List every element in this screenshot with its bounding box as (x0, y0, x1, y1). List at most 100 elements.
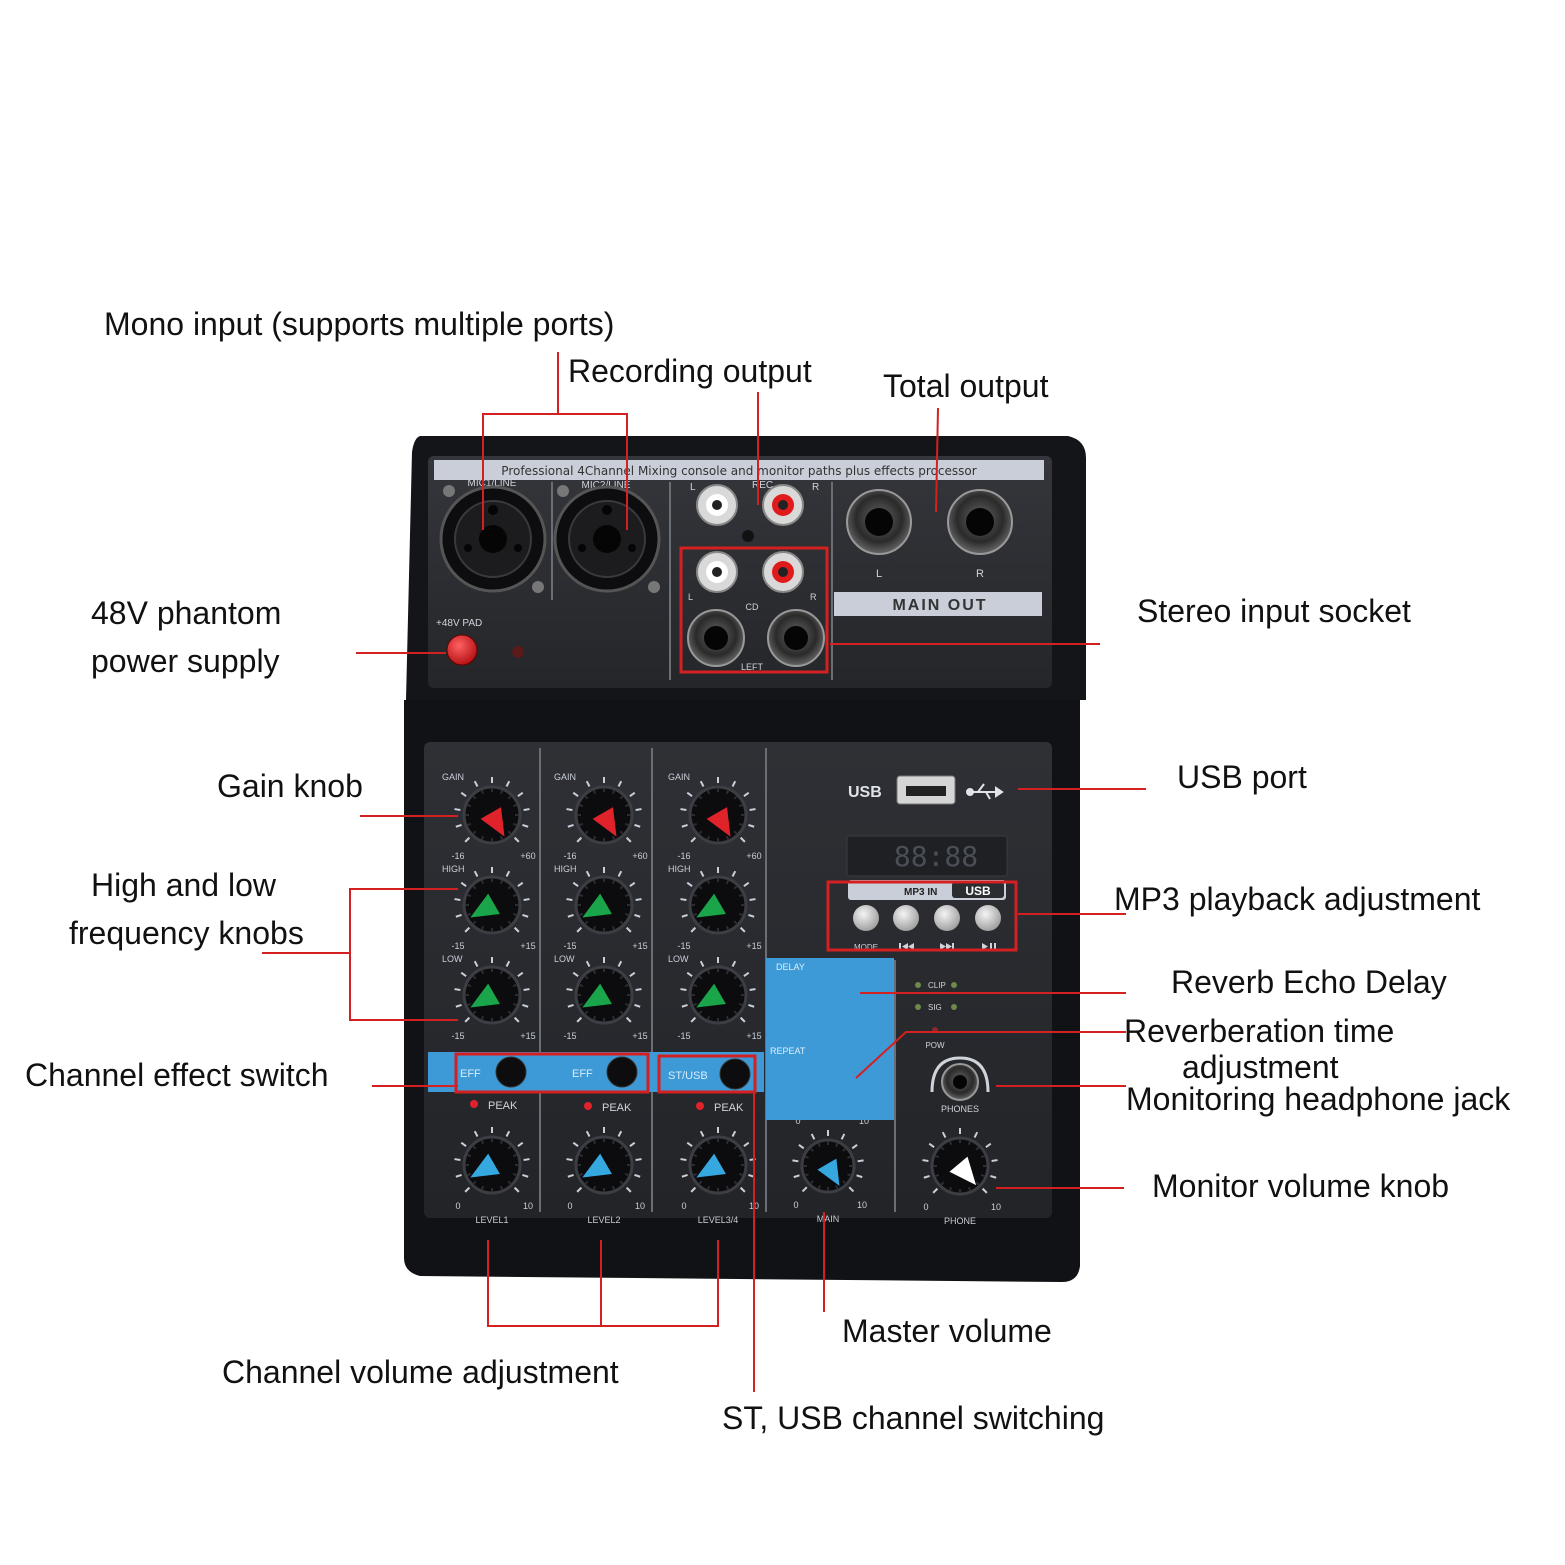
headphone-jack[interactable] (941, 1063, 979, 1101)
highlight-st-usb (657, 1054, 757, 1094)
usb-label: USB (848, 784, 882, 801)
eff1-switch[interactable] (495, 1056, 527, 1088)
callout-gain-knob: Gain knob (217, 768, 363, 804)
sig-led-right (951, 1004, 957, 1010)
clip-led-left (915, 982, 921, 988)
top-dividers (551, 482, 833, 680)
main-out-right-jack[interactable] (947, 489, 1013, 555)
main-volume-knob-caption: MAIN (817, 1214, 840, 1224)
monitor-volume-knob-max-label: 10 (991, 1202, 1001, 1212)
callout-total-output: Total output (883, 368, 1049, 404)
monitor-volume-knob-min-label: 0 (923, 1202, 928, 1212)
low-knob-2-pointer (582, 983, 612, 1008)
st-usb-switch[interactable] (719, 1058, 751, 1090)
peak-label-1: PEAK (488, 1100, 518, 1112)
callout-reverb-time-line1: Reverberation time (1124, 1013, 1395, 1049)
eff1-label: EFF (460, 1068, 481, 1080)
low-knob-1-title: LOW (442, 954, 463, 964)
phantom-power-button[interactable] (446, 634, 478, 666)
usb-badge: USB (965, 884, 991, 898)
main-out-left-jack[interactable] (846, 489, 912, 555)
cd-in-l-rca[interactable] (696, 551, 738, 593)
gain-knob-2-max-label: +60 (632, 851, 647, 861)
main-l-label: L (876, 568, 882, 580)
low-knob-3-pointer (696, 983, 726, 1008)
low-knob-3-min-label: -15 (677, 1031, 690, 1041)
mode-button[interactable] (853, 905, 879, 931)
high-knob-2-pointer (582, 893, 612, 918)
rec-out-r-rca[interactable] (762, 484, 804, 526)
callout-usb-port: USB port (1177, 759, 1307, 795)
monitor-volume-knob-caption: PHONE (944, 1216, 976, 1226)
main-r-label: R (976, 568, 984, 580)
callout-reverb-time-line2: adjustment (1182, 1049, 1339, 1085)
peak-led-1 (470, 1100, 478, 1108)
low-knob-3-max-label: +15 (746, 1031, 761, 1041)
play-pause-button[interactable] (975, 905, 1001, 931)
mic2-combo-jack[interactable] (553, 485, 661, 593)
gain-knob-2[interactable]: -16 +60 GAIN (554, 772, 648, 861)
rec-label: REC (752, 480, 773, 491)
eff2-label: EFF (572, 1068, 593, 1080)
mode-label: MODE (854, 943, 878, 952)
high-knob-1-title: HIGH (442, 864, 465, 874)
level-knob-2-min-label: 0 (567, 1201, 572, 1211)
stereo-in-left-jack[interactable] (687, 609, 745, 667)
banner-strip (434, 460, 1044, 480)
gain-knob-2-min-label: -16 (563, 851, 576, 861)
phantom-led (512, 646, 524, 658)
prev-track-button[interactable] (893, 905, 919, 931)
callout-recording-output: Recording output (568, 353, 812, 389)
delay-label: DELAY (776, 962, 805, 972)
sig-led-left (915, 1004, 921, 1010)
callout-monitor-volume: Monitor volume knob (1152, 1168, 1450, 1204)
mic1-combo-jack[interactable] (439, 485, 547, 593)
main-volume-knob-min-label: 0 (793, 1200, 798, 1210)
repeat-label: REPEAT (770, 1046, 806, 1056)
gain-knob-2-title: GAIN (554, 772, 576, 782)
clip-label: CLIP (928, 981, 946, 990)
repeat-knob-max-label: 10 (859, 1116, 869, 1126)
low-knob-1-min-label: -15 (451, 1031, 464, 1041)
rec-out-l-rca[interactable] (696, 484, 738, 526)
left-label: LEFT (741, 662, 764, 672)
stereo-in-right-jack[interactable] (767, 609, 825, 667)
level-knob-1-caption: LEVEL1 (475, 1215, 508, 1225)
level-knob-1-pointer (470, 1153, 500, 1178)
peak-led-2 (584, 1102, 592, 1110)
callout-eq-line1: High and low (91, 867, 276, 903)
callout-headphone-jack: Monitoring headphone jack (1126, 1081, 1511, 1117)
level-knob-1-min-label: 0 (455, 1201, 460, 1211)
callout-channel-effect: Channel effect switch (25, 1057, 329, 1093)
next-track-button[interactable] (934, 905, 960, 931)
level-knob-1-max-label: 10 (523, 1201, 533, 1211)
low-knob-2-max-label: +15 (632, 1031, 647, 1041)
low-knob-2-min-label: -15 (563, 1031, 576, 1041)
display-digits: 88:88 (894, 840, 978, 873)
eff2-switch[interactable] (606, 1056, 638, 1088)
monitor-volume-knob-pointer (949, 1156, 977, 1186)
usb-icon (966, 783, 1004, 800)
level-knob-2-pointer (582, 1153, 612, 1178)
fx-block (766, 958, 894, 1120)
cd-label: CD (746, 602, 759, 612)
high-knob-2-min-label: -15 (563, 941, 576, 951)
headphone-icon (930, 1056, 990, 1093)
highlight-mp3 (826, 880, 1018, 952)
callout-reverb-delay: Reverb Echo Delay (1171, 964, 1447, 1000)
cd-in-r-rca[interactable] (762, 551, 804, 593)
main-out-label: MAIN OUT (892, 597, 987, 614)
